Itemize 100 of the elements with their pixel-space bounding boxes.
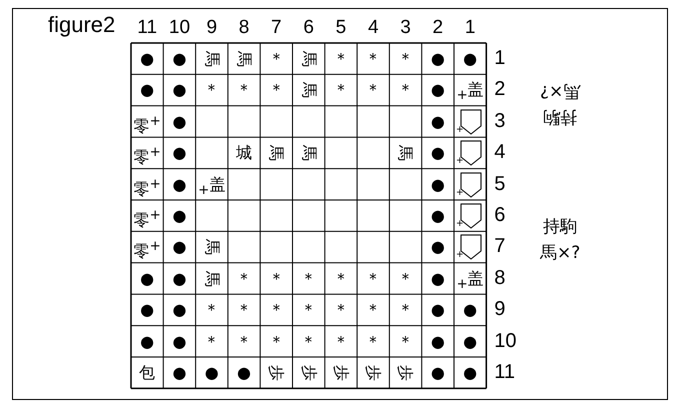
board-mark: ● (139, 268, 156, 290)
board-mark: $_{+}$盖 (456, 79, 485, 102)
board-mark: ＊ (396, 79, 415, 102)
board-mark: ＊ (364, 299, 382, 322)
board-mark: ● (171, 79, 188, 102)
board-mark: ● (430, 362, 446, 384)
board-mark: ＊ (396, 330, 415, 353)
board-mark: ＊ (267, 268, 286, 290)
board-mark: ＊ (332, 48, 350, 70)
board-mark: ● (430, 110, 446, 133)
board-mark: ＊ (332, 330, 350, 353)
board-mark: ● (430, 299, 446, 322)
board-mark: ＊ (332, 79, 350, 102)
rotated-piece: 馬 (202, 238, 223, 258)
rotated-piece: 歩 (298, 364, 320, 383)
board-mark: 零$^{+}$ (132, 112, 162, 133)
rotated-piece: 馬 (298, 81, 320, 100)
board-mark: ＊ (364, 79, 382, 102)
rotated-piece: 馬 (396, 144, 417, 164)
board-mark: ＊ (364, 48, 382, 70)
row-number: 1 (494, 48, 506, 68)
column-number: 6 (302, 16, 315, 38)
board-mark: ● (171, 236, 188, 258)
row-number: 2 (494, 79, 506, 100)
column-number: 9 (205, 16, 218, 38)
board-mark: ＊ (267, 299, 286, 322)
row-number: 8 (494, 268, 506, 288)
board-mark: ● (171, 299, 188, 322)
board-mark: ● (171, 205, 188, 227)
board-mark: ● (430, 142, 446, 164)
hand-pieces-note: 持駒 馬×? (540, 216, 580, 265)
board-mark: ＊ (267, 48, 286, 70)
board-mark: ＊ (364, 268, 382, 290)
plus-mark: + (456, 251, 464, 260)
column-number: 5 (334, 16, 348, 38)
board-mark: ● (462, 299, 478, 322)
board-mark: ＊ (267, 79, 286, 102)
column-number: 1 (464, 16, 476, 38)
board-mark: ＊ (332, 268, 350, 290)
row-number: 9 (494, 299, 506, 320)
plus-mark: + (456, 126, 464, 135)
figure-title: figure2 (48, 14, 116, 36)
row-number: 7 (494, 236, 506, 256)
column-number: 11 (136, 16, 158, 38)
column-number: 7 (270, 16, 283, 38)
board-mark: ● (430, 79, 446, 102)
board-mark: $_{+}$盖 (456, 268, 485, 290)
board-mark: ● (171, 330, 188, 353)
board-mark: ＊ (300, 330, 318, 353)
board-mark: ＊ (235, 330, 254, 353)
board-mark: ● (171, 142, 188, 164)
column-number: 2 (432, 16, 444, 38)
board-mark: ● (430, 236, 446, 258)
column-number: 8 (238, 16, 250, 38)
board-mark: ● (171, 110, 188, 133)
board-mark: 城 (235, 142, 254, 164)
rotated-piece: 馬 (298, 144, 320, 164)
row-number: 10 (494, 330, 517, 351)
plus-mark: + (456, 220, 464, 229)
board-mark: ＊ (235, 299, 254, 322)
board-mark: ＊ (300, 299, 318, 322)
board-mark: 零$^{+}$ (132, 176, 162, 196)
board-mark: ＊ (396, 299, 415, 322)
rotated-piece: 馬 (202, 270, 223, 289)
board-mark: ● (139, 299, 156, 322)
board-mark: ＊ (235, 79, 254, 102)
board-mark: ● (204, 362, 220, 384)
rotated-piece: 歩 (363, 364, 384, 383)
board-mark: ● (430, 268, 446, 290)
board-mark: ● (430, 48, 446, 70)
plus-mark: + (456, 157, 464, 166)
board-mark: ＊ (364, 330, 382, 353)
rotated-piece: 馬 (202, 50, 223, 69)
row-number: 3 (494, 110, 506, 131)
column-number: 4 (366, 16, 380, 38)
board-mark: ● (139, 330, 156, 353)
board-mark: $_{+}$盖 (197, 174, 226, 196)
board-mark: ＊ (332, 299, 350, 322)
rotated-piece: 馬 (234, 50, 256, 69)
board-mark: ● (430, 330, 446, 353)
rotated-piece: 馬 (266, 144, 288, 164)
board-mark: ● (462, 48, 478, 70)
board-mark: ● (462, 362, 478, 384)
board-mark: ＊ (202, 79, 221, 102)
board-mark: ● (430, 174, 446, 196)
board-mark: 零$^{+}$ (132, 238, 162, 258)
board-mark: ● (171, 48, 188, 70)
row-number: 6 (494, 205, 506, 225)
board-mark: ● (139, 48, 156, 70)
board-mark: ＊ (202, 330, 221, 353)
board-mark: ＊ (396, 48, 415, 70)
plus-mark: + (456, 188, 464, 198)
row-number: 4 (494, 142, 506, 162)
board-mark: ● (236, 362, 252, 384)
board-mark: 零$^{+}$ (132, 144, 162, 164)
rotated-piece: 歩 (330, 364, 352, 383)
row-number: 5 (494, 174, 506, 194)
board-mark: ＊ (235, 268, 254, 290)
hand-pieces-note: 持駒 馬×? (540, 80, 580, 129)
board-mark: ＊ (202, 299, 221, 322)
